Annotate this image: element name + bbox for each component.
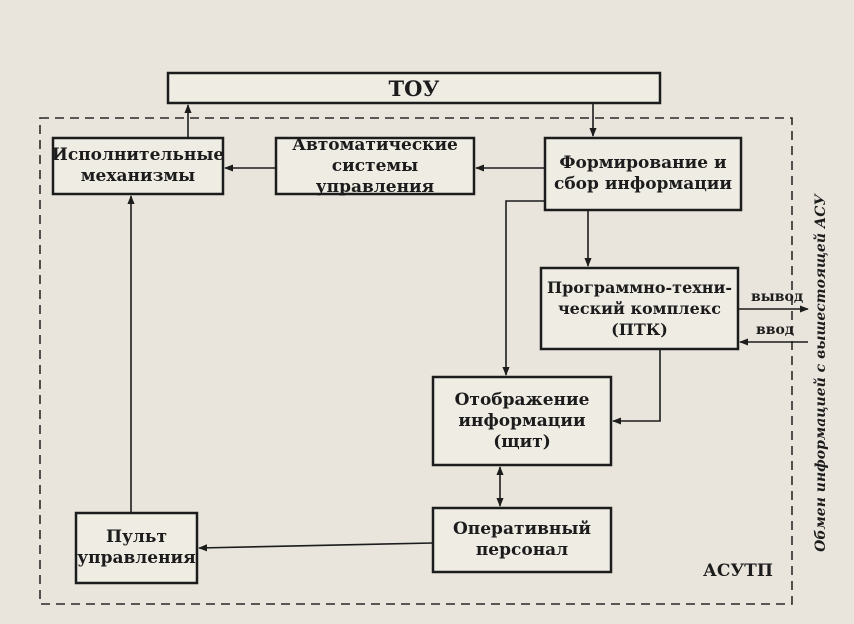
asutp-label: АСУТП — [703, 561, 773, 581]
display-block — [431, 375, 613, 467]
input-label: ввод — [756, 322, 795, 338]
display-label: Отображение информации (щит) — [454, 389, 590, 452]
exchange-label: Обмен информацией с вышестоящей АСУ — [813, 194, 829, 552]
output-label: вывод — [751, 289, 804, 305]
arrow-info-to-display — [502, 200, 545, 376]
operators-block — [431, 506, 613, 574]
operators-label: Оперативный персонал — [452, 519, 592, 560]
actuators-block — [51, 136, 225, 196]
tou-label: ТОУ — [388, 75, 440, 101]
arrow-ptk-to-display — [612, 349, 661, 425]
info-collection-block — [543, 136, 743, 212]
auto-systems-label: Автоматические системы управления — [292, 134, 458, 197]
asutp-boundary — [39, 117, 793, 605]
arrow-operators-to-panel — [198, 542, 434, 552]
actuators-label: Исполнительные механизмы — [51, 145, 225, 186]
tou-block — [166, 71, 662, 105]
info-collection-label: Формирование и сбор информации — [553, 153, 732, 194]
auto-systems-block — [274, 136, 476, 196]
control-panel-label: Пульт управления — [77, 527, 196, 568]
control-panel-block — [74, 511, 199, 585]
ptk-label: Программно-техни- ческий комплекс (ПТК) — [547, 278, 732, 339]
